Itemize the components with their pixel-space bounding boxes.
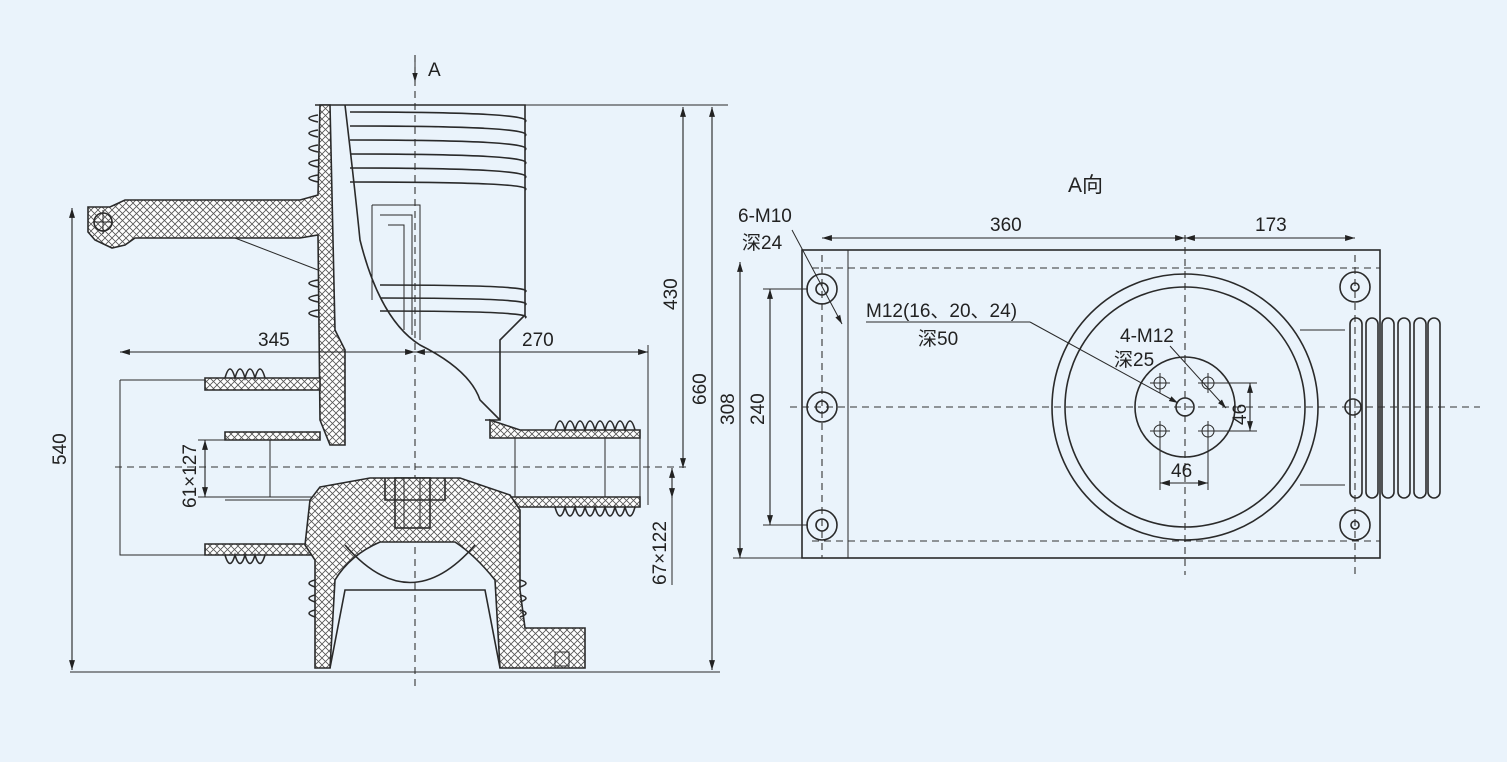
- center-hole: [1175, 397, 1195, 417]
- dim-46v: 46: [1230, 404, 1251, 425]
- outer-flange-circle: [1051, 273, 1319, 541]
- view-title: A向: [1068, 174, 1103, 197]
- leader-bolt: [791, 229, 843, 325]
- bolt-hole-icon: [806, 273, 838, 305]
- inner-curve: [344, 104, 501, 421]
- label-center-depth: 深50: [918, 328, 958, 350]
- bolt-hole-icon: [1339, 271, 1371, 303]
- stud-circle: [1134, 356, 1236, 458]
- mounting-plate: [801, 249, 1381, 559]
- label-inner-depth: 深25: [1114, 349, 1154, 371]
- flange-sheds: [308, 114, 319, 318]
- label-center-thread: M12(16、20、24): [866, 301, 1017, 322]
- dim-61x127: 61×127: [180, 444, 201, 508]
- bolt-hole-icon: [806, 391, 838, 423]
- center-stud: [394, 477, 431, 529]
- base-casting: [304, 477, 586, 669]
- inner-conductor: [371, 204, 421, 340]
- bolt-hole-icon: [1339, 509, 1371, 541]
- side-section-view: A: [50, 55, 728, 690]
- label-bolt-holes: 6-M10: [738, 206, 792, 227]
- dim-430: 430: [661, 278, 682, 310]
- label-inner-holes: 4-M12: [1120, 326, 1174, 347]
- inner-holes: [1150, 373, 1218, 441]
- dim-660: 660: [690, 373, 711, 405]
- upper-right-sheds: [554, 420, 636, 433]
- left-flange: [87, 104, 346, 446]
- dim-540: 540: [50, 433, 71, 465]
- dim-46h: 46: [1171, 461, 1192, 482]
- left-outline: [119, 379, 205, 556]
- label-bolt-depth: 深24: [742, 232, 783, 254]
- inner-flange-circle: [1064, 286, 1306, 528]
- lower-left-sheds: [224, 552, 266, 565]
- leader-center: [1029, 321, 1179, 404]
- dim-360: 360: [990, 215, 1022, 236]
- lower-right-sheds: [554, 504, 636, 517]
- dim-173: 173: [1255, 215, 1287, 236]
- upper-left-arm: [204, 377, 321, 391]
- dim-345: 345: [258, 330, 290, 351]
- base-dome: [344, 544, 476, 584]
- section-label: A: [428, 60, 441, 81]
- bolt-holes: [806, 271, 1371, 541]
- side-bushing: [1300, 317, 1441, 499]
- view-a: A向: [718, 174, 1480, 575]
- dim-308: 308: [718, 393, 739, 425]
- dim-67x122: 67×122: [650, 521, 671, 585]
- base-sheds: [519, 579, 527, 618]
- dim-240: 240: [748, 393, 769, 425]
- upper-left-sheds: [224, 368, 266, 381]
- leader-inner: [1169, 345, 1227, 409]
- mid-left-arm: [224, 431, 321, 441]
- lower-left-arm: [204, 543, 321, 556]
- upper-right-arm: [489, 418, 641, 439]
- dim-270: 270: [522, 330, 554, 351]
- ground-terminal: [554, 651, 570, 667]
- top-sheds: [349, 111, 527, 319]
